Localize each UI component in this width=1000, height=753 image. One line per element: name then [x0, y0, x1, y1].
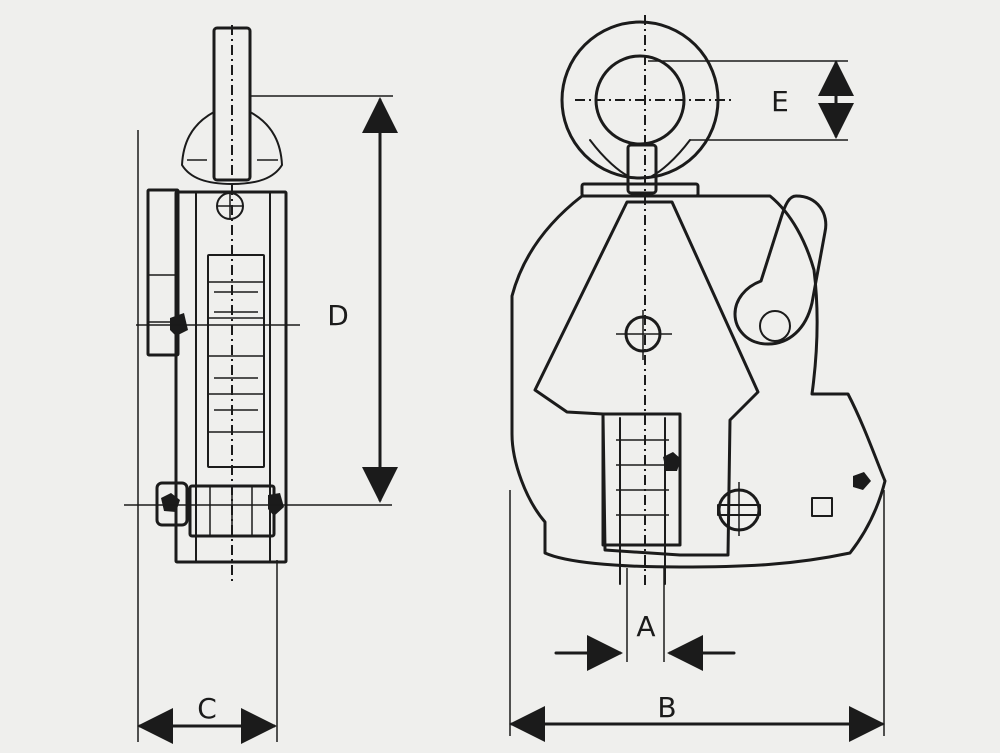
- side-view-side-plate: [146, 188, 180, 357]
- side-view-side-plate-marks: [148, 274, 178, 323]
- front-view-small-block: [811, 497, 833, 517]
- front-view-lifting-eye-outer: [560, 20, 720, 180]
- side-view-lower-pin-head: [161, 493, 180, 512]
- side-view-lower-block-lines: [209, 486, 253, 536]
- dimension-a-extensions: [626, 568, 665, 662]
- side-view: C D: [124, 25, 398, 744]
- front-view-jaw-gap: [601, 412, 682, 547]
- front-view-cam-jaw: [533, 200, 760, 557]
- side-view-serration-fine: [214, 291, 258, 411]
- dimension-label-c: C: [197, 692, 217, 725]
- side-view-lower-boss: [155, 481, 189, 527]
- front-view-main-body: [510, 194, 887, 569]
- front-view-lever-hole: [759, 310, 791, 342]
- side-view-upper-collar: [181, 111, 283, 185]
- dimension-label-a: A: [636, 610, 655, 643]
- dimension-label-d: D: [327, 299, 349, 332]
- side-view-shackle-bar: [212, 26, 252, 182]
- dimension-label-b: B: [657, 691, 676, 724]
- side-view-jaw-window: [207, 254, 265, 468]
- front-view-eye-stem: [626, 143, 658, 195]
- front-view-release-lever: [733, 194, 828, 346]
- front-view-jaw-marker: [663, 452, 681, 471]
- side-view-serrations: [208, 281, 264, 433]
- side-view-body: [174, 190, 288, 564]
- front-view-jaw-teeth: [616, 439, 669, 516]
- front-view-lower-pivot-bar: [717, 504, 761, 516]
- front-view: E A B: [509, 15, 887, 742]
- front-view-jaw-pivot-cross: [616, 310, 672, 360]
- front-view-eye-shoulders: [589, 139, 691, 177]
- dimension-label-e: E: [771, 85, 789, 118]
- side-view-top-pin-cross: [218, 194, 242, 218]
- front-view-side-stud: [853, 472, 871, 490]
- side-view-top-pin: [216, 192, 244, 220]
- front-view-plate-lines: [619, 417, 666, 585]
